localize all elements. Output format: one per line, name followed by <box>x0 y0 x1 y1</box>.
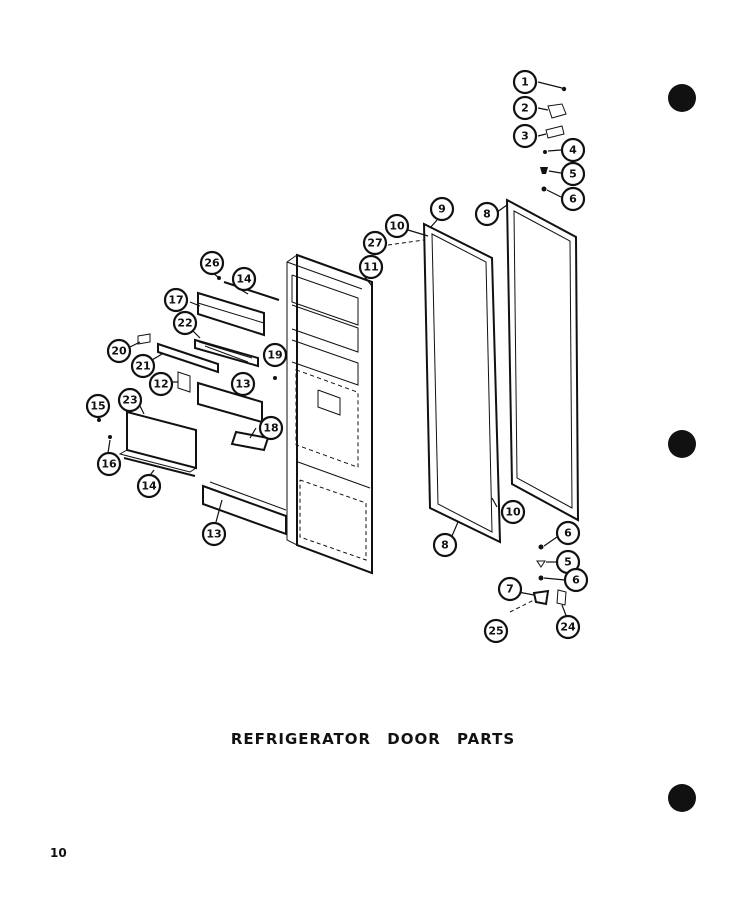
callout-11: 11 <box>358 254 384 280</box>
callout-23: 23 <box>117 387 143 413</box>
callout-22: 22 <box>172 310 198 336</box>
svg-text:14: 14 <box>236 273 252 286</box>
outer-door-panel <box>505 198 580 522</box>
svg-text:11: 11 <box>363 261 378 274</box>
door-gasket <box>422 222 502 544</box>
callout-12: 12 <box>148 371 174 397</box>
svg-text:19: 19 <box>267 349 282 362</box>
svg-text:15: 15 <box>90 400 105 413</box>
svg-text:3: 3 <box>521 130 529 143</box>
callout-27: 27 <box>362 230 388 256</box>
callout-2: 2 <box>512 95 538 121</box>
door-liner <box>286 253 373 575</box>
svg-text:2: 2 <box>521 102 529 115</box>
callout-25: 25 <box>483 618 509 644</box>
callout-7: 7 <box>497 576 523 602</box>
callout-4: 4 <box>560 137 586 163</box>
svg-text:14: 14 <box>141 480 157 493</box>
callout-8-bottom: 8 <box>432 532 458 558</box>
svg-text:5: 5 <box>569 168 577 181</box>
bottom-hinge-parts <box>509 536 568 619</box>
callout-13-bottom: 13 <box>201 521 227 547</box>
svg-text:4: 4 <box>569 144 577 157</box>
svg-text:20: 20 <box>111 345 127 358</box>
callout-9: 9 <box>429 196 455 222</box>
binder-hole-middle <box>668 430 696 458</box>
svg-text:27: 27 <box>367 237 382 250</box>
callout-3: 3 <box>512 123 538 149</box>
callout-10-top: 10 <box>384 213 410 239</box>
callout-10-bottom: 10 <box>500 499 526 525</box>
svg-text:18: 18 <box>263 422 278 435</box>
svg-text:9: 9 <box>438 203 446 216</box>
svg-text:24: 24 <box>560 621 576 634</box>
svg-text:13: 13 <box>206 528 221 541</box>
callout-24: 24 <box>555 614 581 640</box>
callout-20: 20 <box>106 338 132 364</box>
svg-text:23: 23 <box>122 394 137 407</box>
page-number: 10 <box>50 846 67 860</box>
callout-18: 18 <box>258 415 284 441</box>
svg-text:8: 8 <box>483 208 491 221</box>
callout-6-top: 6 <box>560 186 586 212</box>
callout-14-bottom: 14 <box>136 473 162 499</box>
svg-text:10: 10 <box>505 506 521 519</box>
svg-text:8: 8 <box>441 539 449 552</box>
svg-text:22: 22 <box>177 317 192 330</box>
callout-6-bottom-b: 6 <box>563 567 589 593</box>
callout-5-top: 5 <box>560 161 586 187</box>
svg-text:21: 21 <box>135 360 150 373</box>
svg-text:7: 7 <box>506 583 514 596</box>
callout-16: 16 <box>96 451 122 477</box>
diagram-caption: REFRIGERATOR DOOR PARTS <box>230 730 516 748</box>
callout-21: 21 <box>130 353 156 379</box>
callout-8-top: 8 <box>474 201 500 227</box>
callout-13-top: 13 <box>230 371 256 397</box>
callout-26: 26 <box>199 250 225 276</box>
svg-text:6: 6 <box>572 574 580 587</box>
callout-1: 1 <box>512 69 538 95</box>
svg-text:17: 17 <box>168 294 183 307</box>
top-hinge-parts <box>537 81 567 198</box>
callout-15: 15 <box>85 393 111 419</box>
shelf-parts-upper <box>137 271 280 424</box>
svg-text:13: 13 <box>235 378 250 391</box>
svg-text:10: 10 <box>389 220 405 233</box>
callout-19: 19 <box>262 342 288 368</box>
svg-text:25: 25 <box>488 625 503 638</box>
svg-text:1: 1 <box>521 76 529 89</box>
svg-text:16: 16 <box>101 458 117 471</box>
callout-6-bottom-a: 6 <box>555 520 581 546</box>
svg-text:12: 12 <box>153 378 168 391</box>
svg-text:26: 26 <box>204 257 220 270</box>
svg-text:5: 5 <box>564 556 572 569</box>
callout-17: 17 <box>163 287 189 313</box>
binder-hole-bottom <box>668 784 696 812</box>
binder-hole-top <box>668 84 696 112</box>
svg-text:6: 6 <box>569 193 577 206</box>
shelf-parts-lower <box>97 410 287 536</box>
callout-14-top: 14 <box>231 266 257 292</box>
svg-text:6: 6 <box>564 527 572 540</box>
